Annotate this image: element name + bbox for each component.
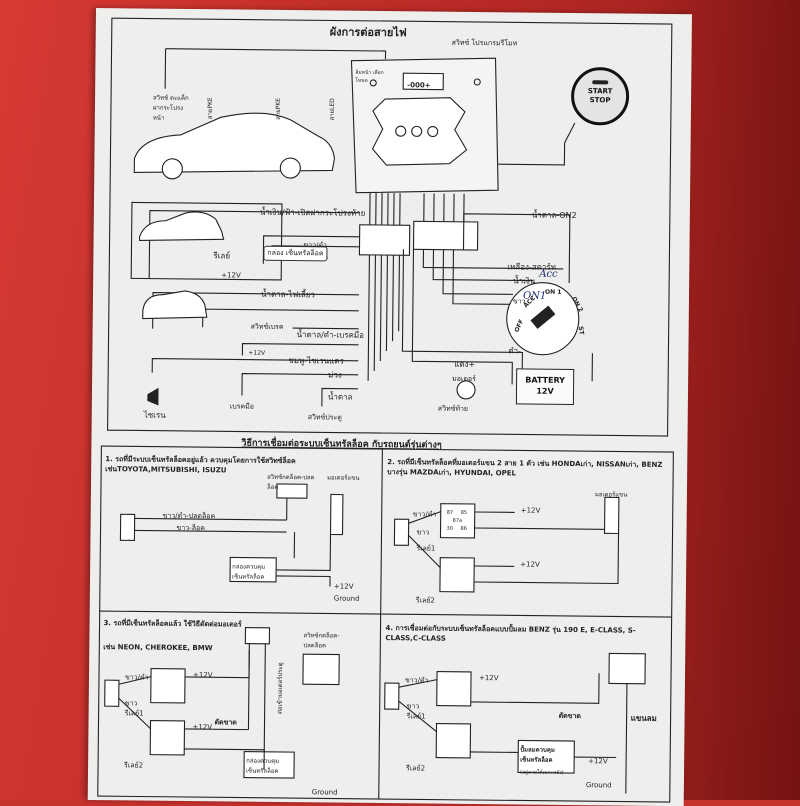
label-brown-turn: น้ำตาล-ไฟเลี้ยว bbox=[260, 289, 316, 300]
panel3-relay1: รีเลย์1 bbox=[124, 709, 144, 718]
panel1-ground: Ground bbox=[333, 594, 360, 603]
label-pink-horn: ชมพู-ไซเรนแตร bbox=[288, 356, 344, 366]
panel2-12v-b: +12V bbox=[520, 560, 540, 569]
panel3-cut: ตัดขาด bbox=[214, 718, 237, 727]
panel4-12v-a: +12V bbox=[478, 674, 499, 683]
panel2-12v-a: +12V bbox=[520, 506, 541, 515]
panel1-wire2: ขาว-ล็อค bbox=[176, 523, 205, 533]
label-brake-switch: สวิทช์เบรค bbox=[250, 322, 284, 331]
panel4-relay1: รีเลย์1 bbox=[406, 712, 426, 721]
label-blue-open-trunk: น้ำเงิน/ฟ้า-เปิดฝากระโปรงท้าย bbox=[259, 207, 366, 218]
panel2-wire2: ขาว bbox=[416, 528, 430, 537]
panel2-relay2: รีเลย์2 bbox=[415, 596, 435, 605]
battery-label: BATTERY bbox=[525, 375, 566, 385]
panel2-pin86: 86 bbox=[460, 525, 467, 532]
label-black: ดำ- bbox=[508, 346, 522, 356]
battery: BATTERY 12V bbox=[515, 368, 575, 406]
programming-switch-label: สวิทซ์ โปรแกรมรีโมท bbox=[451, 38, 518, 48]
panel3-12v-a: +12V bbox=[192, 671, 213, 680]
ring-icon bbox=[592, 80, 609, 85]
label-horn: ไซเรน bbox=[143, 410, 166, 420]
section-title: วิธีการเชื่อมต่อระบบเซ็นทรัลล็อค กับรถยน… bbox=[241, 438, 442, 451]
label-trunk-switch: สวิทซ์ท้าย bbox=[437, 404, 469, 413]
panel3-wire1: ขาว/ดำ bbox=[124, 673, 149, 682]
panel4-cut: ตัดขาด bbox=[558, 711, 582, 721]
panel2-pin87: 87 bbox=[446, 509, 454, 516]
panel3-heading: 3. รถที่มีเซ็นทรัลล็อคแล้ว ใช้วิธีตัดต่อ… bbox=[103, 619, 242, 629]
label-12v-b: +12V bbox=[248, 349, 266, 357]
panel3-12v-b: +12V bbox=[192, 723, 213, 732]
label-red: แดง+ bbox=[454, 359, 476, 369]
panel2-pin87a: 87a bbox=[452, 517, 463, 524]
panel3-switch-label: สวิทซ์กดล็อค-ปลดล็อค bbox=[303, 632, 340, 650]
label-12v-a: +12V bbox=[221, 271, 241, 280]
label-door-switch: สวิทซ์ประตู bbox=[307, 413, 342, 422]
panel4-arm: แขนลม bbox=[630, 713, 657, 723]
stop-label: STOP bbox=[589, 96, 611, 105]
panel2-pin30: 30 bbox=[446, 525, 453, 532]
panel3-examples: เช่น NEON, CHEROKEE, BMW bbox=[103, 643, 213, 653]
hood-switch-label: สวิทช์ ตะแค็กฝากระโปรงหน้า bbox=[152, 94, 189, 122]
label-brown-on2: น้ำตาล-ON2 bbox=[531, 210, 577, 221]
panel3-box: กล่องควบคุม เซ็นทรัลล็อค bbox=[245, 757, 280, 775]
page-title: ผังการต่อสายไฟ bbox=[329, 25, 407, 40]
label-blue-acc: น้ำเงิน bbox=[513, 276, 536, 286]
label-relay: รีเลย์ bbox=[213, 251, 231, 261]
panel4-ground: Ground bbox=[585, 781, 612, 790]
panel4-12v-b: +12V bbox=[588, 757, 608, 766]
label-grey-door: ม่วง bbox=[328, 370, 342, 380]
battery-voltage: 12V bbox=[536, 386, 554, 396]
panel1-12v: +12V bbox=[333, 582, 354, 591]
mode-text: ลิ่มหน้า เลือกโหมด bbox=[355, 69, 384, 84]
label-brown-door: น้ำตาล bbox=[327, 392, 353, 402]
panel3-relay2: รีเลย์2 bbox=[124, 761, 144, 770]
panel3-ground: Ground bbox=[311, 788, 338, 797]
diagram-lines bbox=[97, 17, 674, 803]
handwritten-acc: Acc bbox=[539, 268, 558, 280]
panel2-motor-label: มอเตอร์แขน bbox=[594, 491, 628, 499]
ign-on1: ON 1 bbox=[545, 288, 562, 296]
ign-st: ST bbox=[576, 325, 586, 336]
pke-wire-label: สายPKE bbox=[206, 97, 215, 120]
led-wire-label: สายLED bbox=[328, 98, 337, 121]
panel4-relay2: รีเลย์2 bbox=[406, 764, 426, 773]
start-label: START bbox=[587, 87, 613, 96]
panel1-switch-label: สวิทซ์กดล็อค-ปลดล็อค bbox=[266, 473, 315, 491]
led-display: -000+ bbox=[407, 81, 431, 90]
label-brown-brake: น้ำตาล/ดำ-เบรคมือ bbox=[296, 330, 364, 340]
panel2-relay1: รีเลย์1 bbox=[416, 544, 436, 553]
pke-wire-label-2: สายPKE bbox=[274, 97, 283, 120]
lock-box: กล่อง เซ็นทรัลล็อค bbox=[263, 245, 328, 262]
start-stop-button: START STOP bbox=[570, 66, 630, 126]
panel4-box: ปั้มลมควบคุม เซ็นทรัลล็อค bbox=[520, 746, 555, 764]
panel3-vertical-label: ต่อเข้ามอเตอร์ประตู bbox=[276, 662, 285, 715]
panel1-wire1: ขาว/ดำ-ปลดล็อค bbox=[162, 511, 216, 521]
panel2-pin85: 85 bbox=[460, 509, 468, 516]
panel4-heading: 4. การเชื่อมต่อกับระบบเซ็นทรัลล็อคแบบปั้… bbox=[385, 624, 636, 643]
panel1-motor-label: มอเตอร์แขน bbox=[327, 474, 360, 482]
label-handbrake: เบรคมือ bbox=[229, 402, 254, 411]
panel4-box-sub: (อยู่ภายใต้เบาะหลัง) bbox=[519, 769, 564, 776]
panel1-box: กล่องควบคุม เซ็นทรัลล็อค bbox=[232, 563, 266, 581]
panel2-wire1: ขาว/ดำ bbox=[412, 510, 437, 519]
wiring-diagram-sheet: ผังการต่อสายไฟ สวิทซ์ โปรแกรมรีโมท สวิทช… bbox=[87, 8, 692, 806]
label-motor: มอเตอร์ bbox=[452, 374, 476, 383]
panel4-wire1: ขาว/ดำ bbox=[404, 676, 429, 685]
panel2-heading: 2. รถที่มีเซ็นทรัลล็อคที่มอเตอร์แขน 2 สา… bbox=[387, 458, 663, 478]
